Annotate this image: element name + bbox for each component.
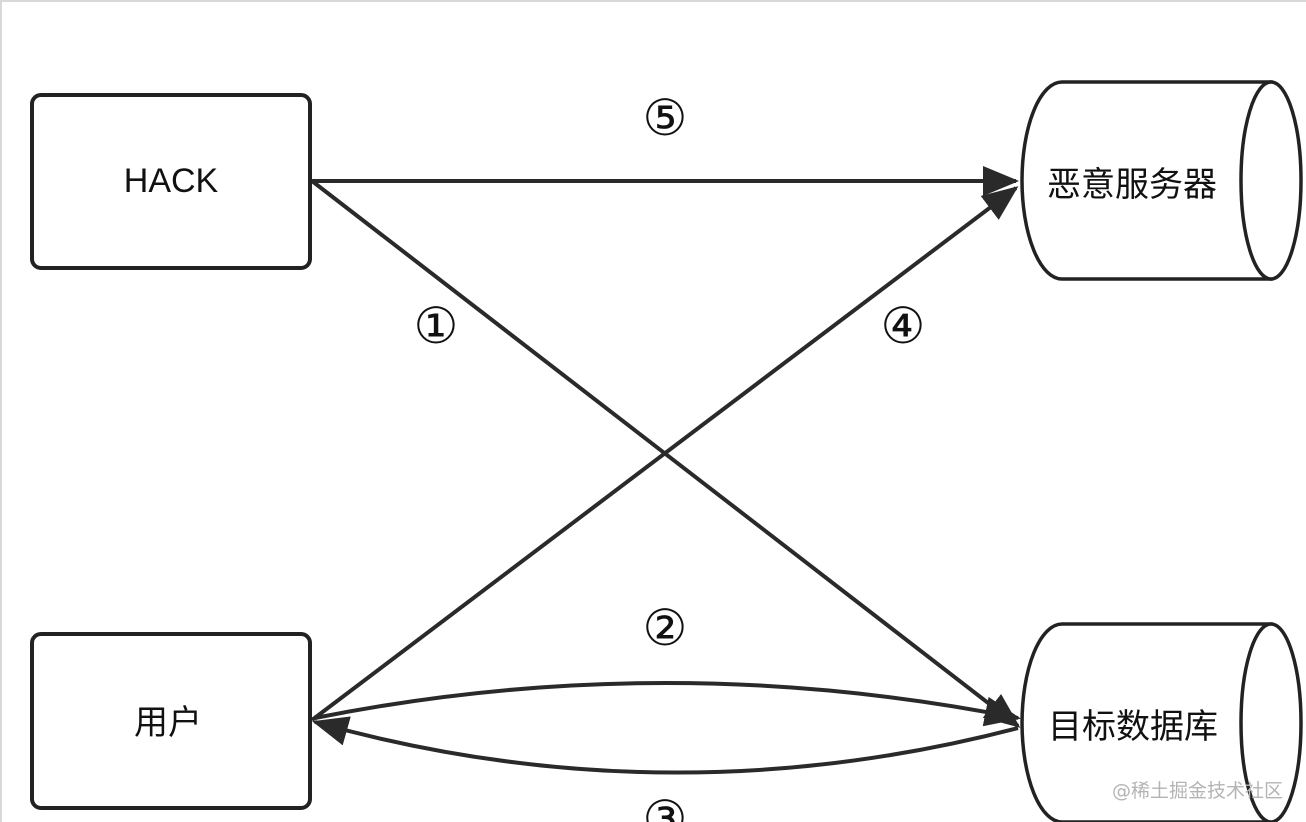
target-database-label: 目标数据库 bbox=[1048, 708, 1218, 746]
step-3-label: ③ bbox=[643, 790, 688, 822]
watermark-text: @稀土掘金技术社区 bbox=[1112, 780, 1283, 802]
malicious-server-node: 恶意服务器 bbox=[1020, 80, 1303, 281]
malicious-server-cylinder-cap bbox=[1239, 80, 1303, 281]
target-database-cylinder-cap bbox=[1239, 622, 1303, 822]
user-label: 用户 bbox=[134, 704, 202, 742]
hack-box bbox=[30, 93, 312, 270]
step-2-label: ② bbox=[643, 599, 688, 657]
malicious-server-label: 恶意服务器 bbox=[1047, 166, 1217, 204]
malicious-server-cylinder-body bbox=[1020, 80, 1273, 281]
step-5-label: ⑤ bbox=[643, 89, 688, 147]
hack-label: HACK bbox=[124, 162, 219, 200]
target-database-cylinder-body bbox=[1020, 622, 1273, 822]
user-node: 用户 bbox=[30, 632, 312, 810]
target-database-node: 目标数据库 bbox=[1020, 622, 1303, 822]
step-4-label: ④ bbox=[881, 297, 926, 355]
hack-node: HACK bbox=[30, 93, 312, 270]
arrow-user-to-database bbox=[314, 681, 1021, 727]
step-1-label: ① bbox=[414, 297, 459, 355]
user-box bbox=[30, 632, 312, 810]
arrow-user-to-server bbox=[310, 186, 1019, 722]
arrow-database-to-user bbox=[312, 716, 1019, 775]
